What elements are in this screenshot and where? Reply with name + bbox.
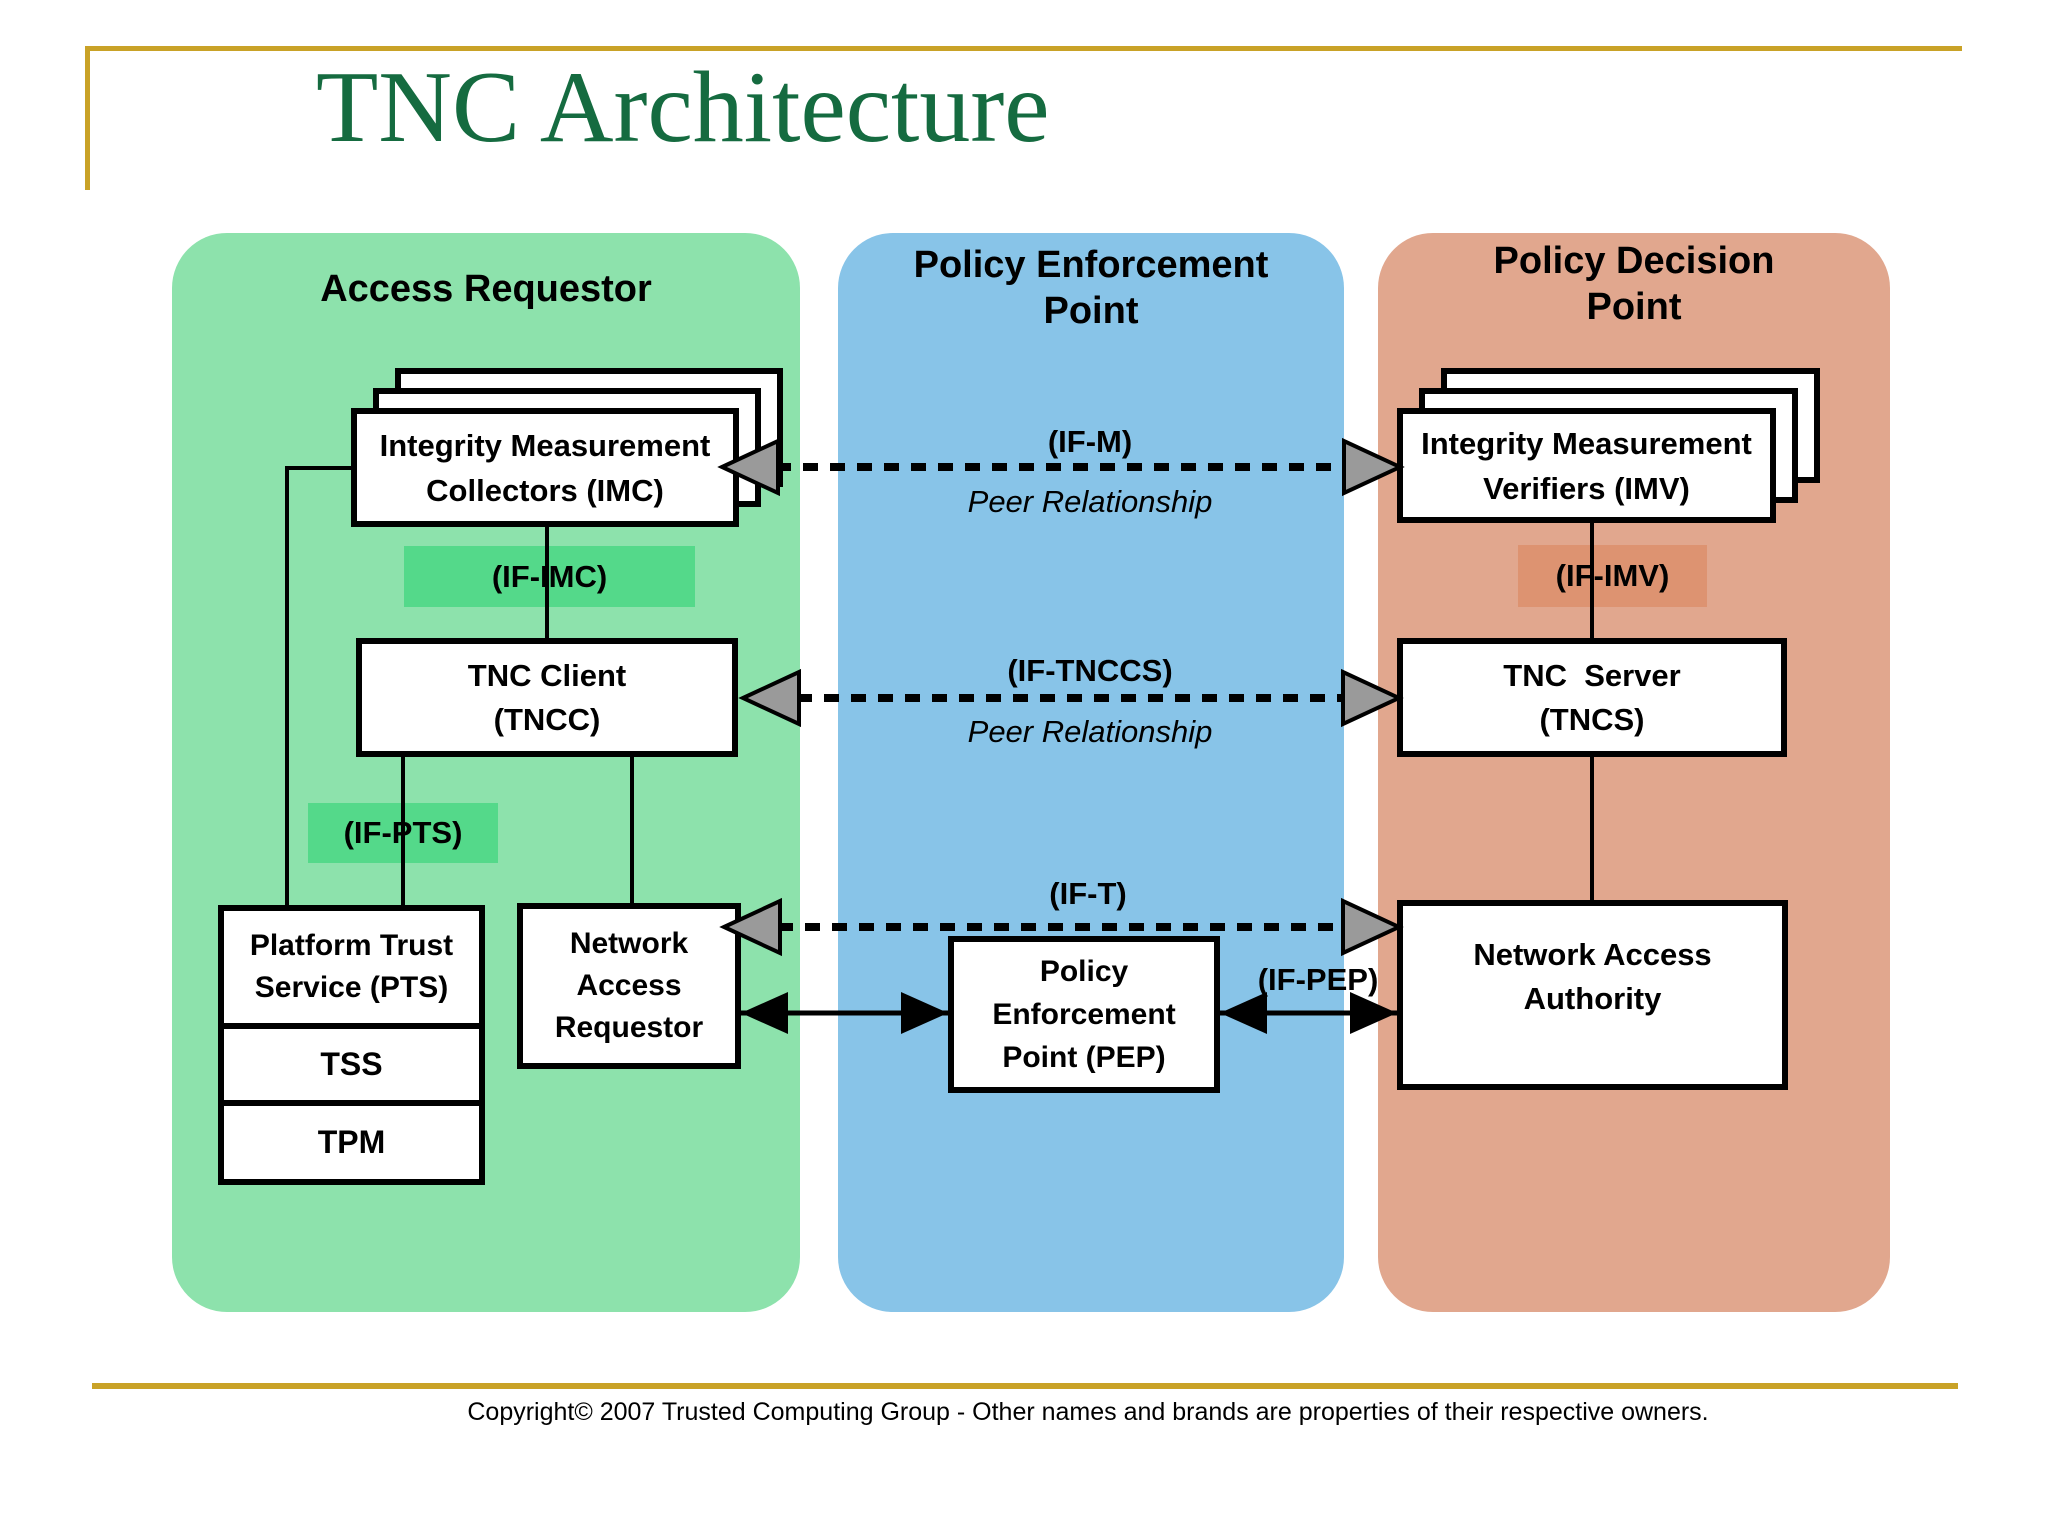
if-pep-label: (IF-PEP) — [1257, 962, 1379, 997]
pep-label-line1: Policy — [1039, 955, 1129, 988]
if-t-label: (IF-T) — [1049, 876, 1127, 911]
naa-label-line1: Network Access — [1473, 937, 1712, 972]
tss-label: TSS — [320, 1046, 383, 1082]
tncs-box: TNC Server (TNCS) — [1397, 638, 1787, 757]
if-pts-label: (IF-PTS) — [343, 815, 463, 850]
if-m-label: (IF-M) — [1047, 424, 1133, 459]
pts-box: Platform Trust Service (PTS) TSS TPM — [218, 905, 485, 1185]
pep-panel-title-line2: Point — [1043, 290, 1139, 332]
imc-label-line1: Integrity Measurement — [379, 427, 711, 463]
if-imv-highlight: (IF-IMV) — [1518, 545, 1707, 607]
slide-title: TNC Architecture — [316, 51, 1050, 164]
if-imc-highlight: (IF-IMC) — [404, 546, 695, 607]
panel-title-policy-enforcement-point: Policy Enforcement Point — [838, 242, 1344, 334]
if-tnccs-label: (IF-TNCCS) — [1007, 653, 1173, 688]
naa-label-line2: Authority — [1523, 981, 1662, 1016]
pts-section-tss: TSS — [224, 1023, 479, 1100]
pts-label-line1: Platform Trust — [249, 929, 454, 962]
if-tnccs-peer-relationship-label: Peer Relationship — [967, 714, 1213, 749]
if-imv-label: (IF-IMV) — [1555, 558, 1670, 593]
pep-panel-title-line1: Policy Enforcement — [913, 244, 1269, 286]
gold-top-border — [85, 46, 1962, 51]
tncs-label-line2: (TNCS) — [1539, 701, 1645, 737]
pts-label-line2: Service (PTS) — [254, 971, 449, 1004]
tncc-box: TNC Client (TNCC) — [356, 638, 738, 757]
pdp-panel-title-line1: Policy Decision — [1493, 240, 1775, 282]
tncc-label-line1: TNC Client — [467, 657, 627, 693]
nar-label-line2: Access — [576, 969, 682, 1002]
nar-box: Network Access Requestor — [517, 903, 741, 1069]
naa-box: Network Access Authority — [1397, 900, 1788, 1090]
nar-label-line1: Network — [569, 927, 689, 960]
tncs-label-line1: TNC Server — [1503, 657, 1681, 693]
if-imc-label: (IF-IMC) — [491, 558, 608, 594]
tpm-label: TPM — [317, 1124, 386, 1160]
pep-label-line2: Enforcement — [992, 998, 1176, 1031]
imv-label-line1: Integrity Measurement — [1421, 425, 1752, 461]
pdp-panel-title-line2: Point — [1586, 286, 1682, 328]
imv-box: Integrity Measurement Verifiers (IMV) — [1397, 408, 1776, 523]
imc-box: Integrity Measurement Collectors (IMC) — [351, 408, 739, 527]
gold-bottom-border — [92, 1383, 1958, 1389]
pep-label-line3: Point (PEP) — [1002, 1041, 1166, 1074]
pep-box: Policy Enforcement Point (PEP) — [948, 936, 1220, 1093]
panel-policy-enforcement-point — [838, 233, 1344, 1312]
tncc-label-line2: (TNCC) — [493, 701, 601, 737]
if-m-peer-relationship-label: Peer Relationship — [967, 484, 1213, 519]
imc-label-line2: Collectors (IMC) — [426, 472, 664, 508]
pts-section-tpm: TPM — [224, 1100, 479, 1179]
panel-title-policy-decision-point: Policy Decision Point — [1378, 238, 1890, 330]
panel-title-access-requestor: Access Requestor — [320, 268, 652, 310]
copyright-text: Copyright© 2007 Trusted Computing Group … — [467, 1398, 1709, 1426]
pts-section-pts: Platform Trust Service (PTS) — [224, 911, 479, 1023]
gold-left-border — [85, 46, 90, 190]
if-pts-highlight: (IF-PTS) — [308, 803, 498, 863]
nar-label-line3: Requestor — [554, 1011, 704, 1044]
imv-label-line2: Verifiers (IMV) — [1483, 470, 1690, 506]
